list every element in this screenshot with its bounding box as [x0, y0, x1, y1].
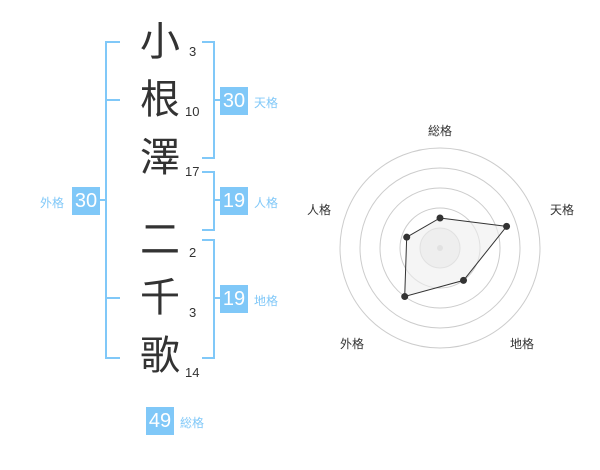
soukaku-label: 総格	[180, 416, 205, 430]
stroke-count-6: 14	[185, 365, 200, 380]
radar-points	[401, 214, 511, 301]
radar-polygon	[404, 217, 508, 298]
stroke-count-5: 3	[189, 305, 197, 320]
radar-point-2	[503, 222, 511, 230]
gaikaku-score: 30	[72, 187, 100, 215]
radar-ring	[339, 147, 541, 349]
radar-axis-chikaku: 地格	[510, 337, 535, 351]
jinkaku-score: 19	[220, 187, 248, 215]
name-char-4: 二	[140, 217, 180, 263]
radar-axis-jinkaku: 人格	[307, 203, 332, 217]
tenkaku-score: 30	[220, 87, 248, 115]
gaikaku-label: 外格	[40, 196, 65, 210]
radar-point-1	[436, 214, 444, 222]
chikaku-label: 地格	[254, 294, 279, 308]
name-char-2: 根	[140, 77, 180, 123]
radar-axis-gaikaku: 外格	[340, 337, 365, 351]
radar-ring	[379, 187, 501, 309]
radar-axis-soukaku: 総格	[428, 124, 453, 138]
stroke-count-2: 10	[185, 104, 200, 119]
chikaku-score: 19	[220, 285, 248, 313]
name-char-3: 澤	[140, 135, 180, 181]
jinkaku-label: 人格	[254, 196, 279, 210]
name-char-6: 歌	[140, 333, 180, 379]
radar-point-5	[403, 233, 411, 241]
name-char-5: 千	[140, 275, 180, 321]
tenkaku-label: 天格	[254, 96, 279, 110]
stroke-count-3: 17	[185, 164, 200, 179]
stroke-count-4: 2	[189, 245, 197, 260]
radar-ring	[359, 167, 521, 329]
radar-axis-tenkaku: 天格	[550, 203, 575, 217]
radar-point-3	[460, 276, 468, 284]
name-char-1: 小	[140, 19, 180, 65]
soukaku-score: 49	[146, 407, 174, 435]
radar-point-4	[401, 293, 409, 301]
stroke-count-1: 3	[189, 44, 197, 59]
